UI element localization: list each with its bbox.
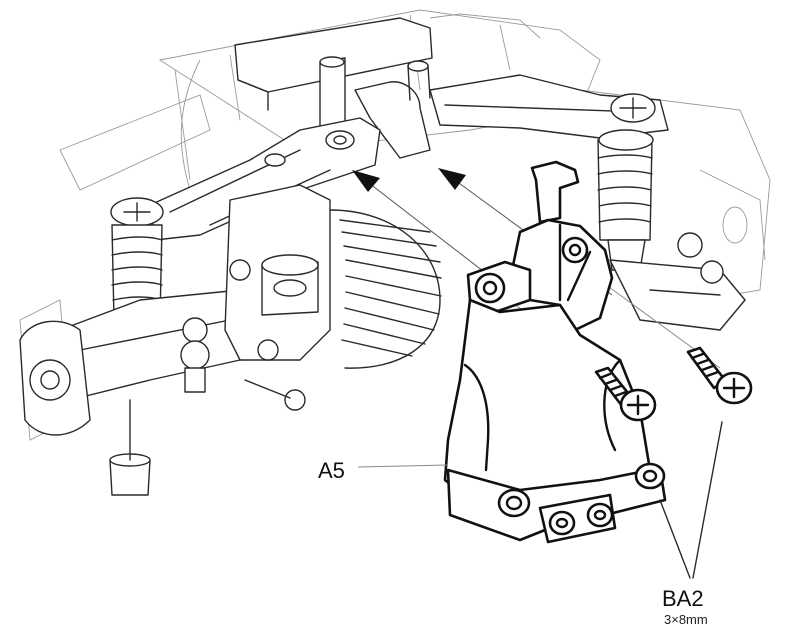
leader-ba2-left xyxy=(659,499,691,579)
part-label-a5: A5 xyxy=(318,458,345,483)
leader-ba2-right xyxy=(692,421,723,579)
center-gear xyxy=(224,184,442,369)
right-shock xyxy=(597,129,654,271)
screw-ba2-left xyxy=(594,366,657,422)
part-size-ba2: 3×8mm xyxy=(664,612,708,627)
part-a5-bracket xyxy=(443,160,667,544)
label-leaders xyxy=(357,421,723,579)
upper-shaft-assembly xyxy=(234,17,433,159)
arrow-right-head xyxy=(438,168,466,190)
part-label-ba2: BA2 xyxy=(662,586,704,611)
right-upper-arm xyxy=(429,74,669,139)
arrow-left-head xyxy=(352,170,380,192)
screw-ba2-right xyxy=(686,346,753,405)
leader-a5 xyxy=(357,464,449,468)
